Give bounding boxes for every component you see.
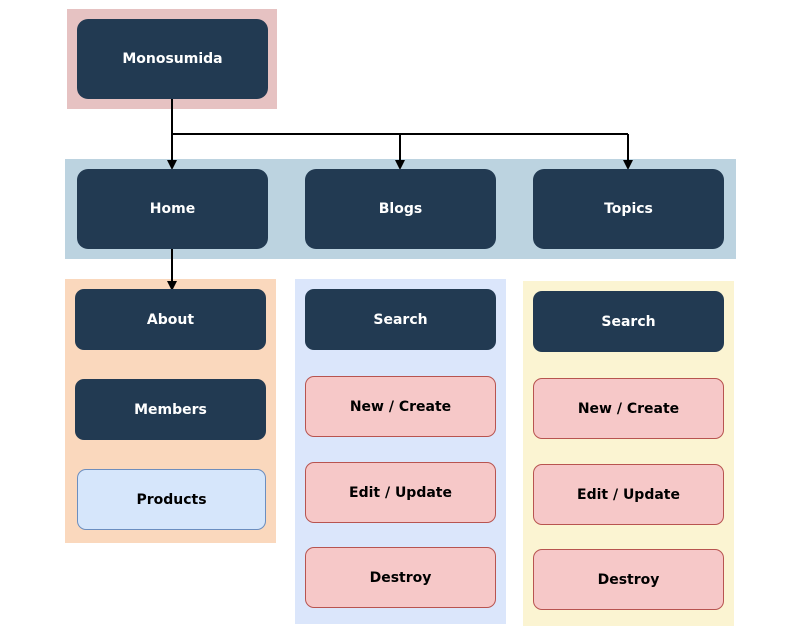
nav-node-home[interactable]: Home [77,169,268,249]
blogs-node-destroy[interactable]: Destroy [305,547,496,608]
nav-node-blogs[interactable]: Blogs [305,169,496,249]
topics-node-new-create[interactable]: New / Create [533,378,724,439]
root-node-monosumida[interactable]: Monosumida [77,19,268,99]
topics-node-edit-update[interactable]: Edit / Update [533,464,724,525]
home-node-about[interactable]: About [75,289,266,350]
home-node-members[interactable]: Members [75,379,266,440]
topics-node-search[interactable]: Search [533,291,724,352]
blogs-node-search[interactable]: Search [305,289,496,350]
home-node-products[interactable]: Products [77,469,266,530]
topics-node-destroy[interactable]: Destroy [533,549,724,610]
nav-node-topics[interactable]: Topics [533,169,724,249]
blogs-node-new-create[interactable]: New / Create [305,376,496,437]
blogs-node-edit-update[interactable]: Edit / Update [305,462,496,523]
